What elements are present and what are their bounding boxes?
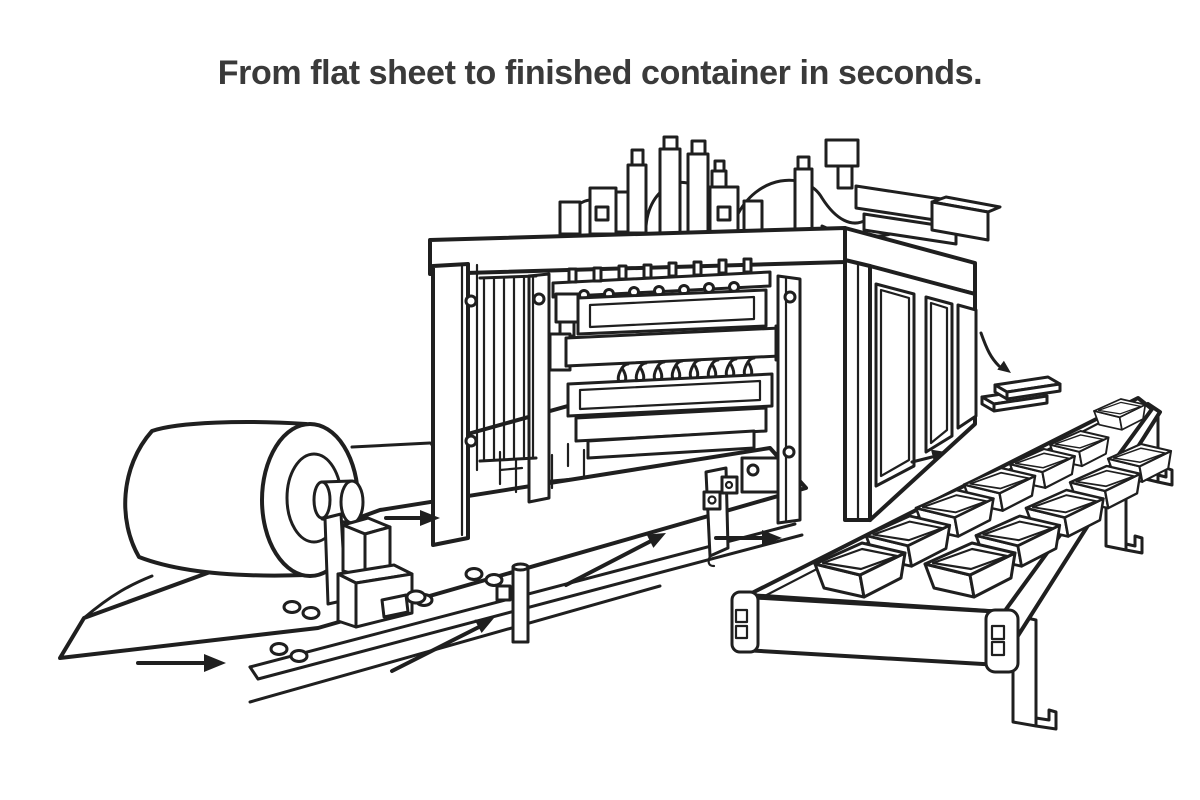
diagram-title: From flat sheet to finished container in… (217, 54, 983, 92)
upper-platen (576, 288, 768, 336)
left-slats (478, 274, 538, 463)
actuator-cylinders (558, 135, 814, 236)
front-left-post (431, 262, 470, 547)
stacked-sheets (980, 375, 1062, 413)
press-columns (527, 272, 802, 568)
machine-frame (431, 258, 978, 547)
top-right-bracket (824, 138, 1002, 246)
arrow-feed-in (136, 654, 226, 672)
sheet-roll-station (123, 420, 427, 629)
machine-top-beam (428, 226, 847, 276)
side-panels (874, 282, 978, 488)
lower-platen (566, 372, 774, 418)
arrow-track-advance (390, 618, 494, 673)
sheet-web (58, 446, 808, 704)
roll-body (123, 420, 308, 578)
press-assembly (548, 257, 796, 460)
guide-post (495, 562, 530, 644)
roller-end-caps (730, 590, 1020, 674)
arrow-sheet-advance (564, 533, 666, 587)
arrow-machine-exit (714, 530, 782, 546)
arrow-drop-off (979, 331, 1011, 373)
roll-stand (323, 512, 427, 629)
arrow-after-roll (384, 510, 440, 526)
flow-arrows (136, 331, 1011, 673)
forming-machine (350, 135, 1002, 568)
arrow-conveyor-flow (910, 449, 946, 464)
